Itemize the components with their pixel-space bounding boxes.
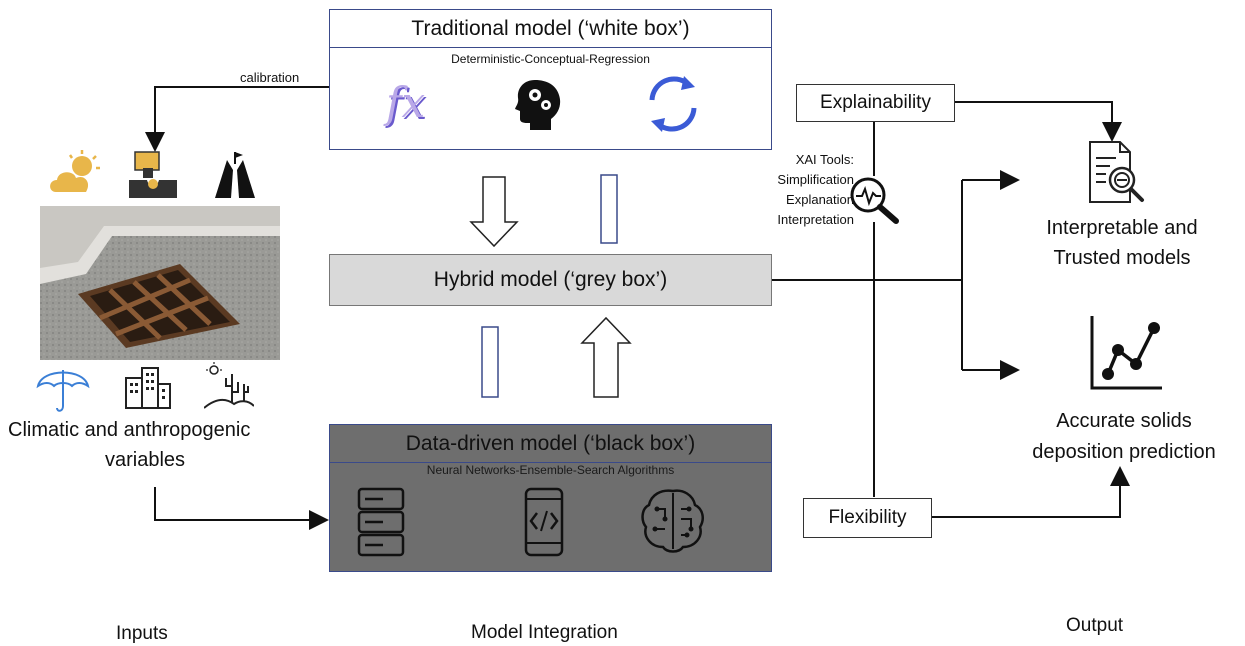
- server-icon: [357, 487, 405, 557]
- hybrid-title: Hybrid model (‘grey box’): [433, 268, 668, 291]
- explainability-arrow: [955, 101, 1122, 142]
- accurate-label: Accurate solids deposition prediction: [1012, 406, 1236, 468]
- interpretable-label: Interpretable and Trusted models: [1022, 213, 1222, 273]
- accurate-line1: Accurate solids: [1056, 410, 1192, 432]
- umbrella-icon: [36, 370, 90, 412]
- desert-cactus-icon: [204, 362, 254, 409]
- variables-label-line1: Climatic and anthropogenic: [8, 419, 251, 441]
- xai-tools-text: XAI Tools: Simplification Explanation In…: [750, 150, 854, 230]
- flexibility-arrow: [932, 466, 1130, 518]
- explainability-label: Explainability: [820, 92, 931, 113]
- refresh-cycle-icon: [649, 76, 697, 132]
- down-arrow-upper: [469, 176, 519, 248]
- accurate-line2: deposition prediction: [1032, 441, 1216, 463]
- sun-cloud-icon: [50, 150, 100, 192]
- brain-circuit-icon: [641, 489, 704, 553]
- calibration-label: calibration: [240, 70, 300, 85]
- function-icon-text: fx: [386, 78, 426, 127]
- explainability-box: Explainability: [796, 84, 955, 122]
- output-section-label: Output: [1066, 615, 1124, 636]
- calibration-arrow: [145, 86, 330, 152]
- buildings-icon: [125, 367, 171, 409]
- variables-label-line2: variables: [105, 449, 186, 471]
- line-graph-icon: [1090, 316, 1162, 390]
- storm-drain-photo: [40, 206, 280, 360]
- inputs-to-blackbox-arrow: [154, 487, 329, 530]
- model-integration-section-label: Model Integration: [471, 622, 618, 643]
- bar-lower: [481, 326, 499, 398]
- data-driven-subtitle: Neural Networks-Ensemble-Search Algorith…: [426, 463, 675, 477]
- function-icon: fx: [380, 76, 440, 132]
- road-icon: [215, 152, 255, 198]
- traditional-subtitle: Deterministic-Conceptual-Regression: [451, 52, 650, 66]
- interpretable-line1: Interpretable and: [1046, 217, 1198, 239]
- soil-deposit-icon: [129, 151, 177, 198]
- xai-tools-heading: XAI Tools:: [795, 152, 854, 167]
- interpretable-line2: Trusted models: [1053, 247, 1191, 269]
- traditional-title: Traditional model (‘white box’): [330, 10, 771, 48]
- flexibility-box: Flexibility: [803, 498, 932, 538]
- xai-tool-simplification: Simplification: [777, 172, 854, 187]
- bar-upper: [600, 174, 618, 244]
- xai-tool-explanation: Explanation: [786, 192, 854, 207]
- document-search-icon: [1089, 141, 1144, 203]
- data-driven-model-box: Data-driven model (‘black box’) Neural N…: [329, 424, 772, 572]
- traditional-model-box: Traditional model (‘white box’) Determin…: [329, 9, 772, 150]
- hybrid-model-box: Hybrid model (‘grey box’): [329, 254, 772, 306]
- mobile-code-icon: [524, 487, 564, 557]
- magnifier-pulse-icon: [850, 177, 899, 224]
- flexibility-label: Flexibility: [828, 507, 907, 528]
- data-driven-title: Data-driven model (‘black box’): [330, 425, 771, 463]
- head-gears-icon: [515, 80, 561, 130]
- inputs-section-label: Inputs: [116, 623, 168, 644]
- xai-tool-interpretation: Interpretation: [777, 212, 854, 227]
- up-arrow-lower: [580, 316, 632, 398]
